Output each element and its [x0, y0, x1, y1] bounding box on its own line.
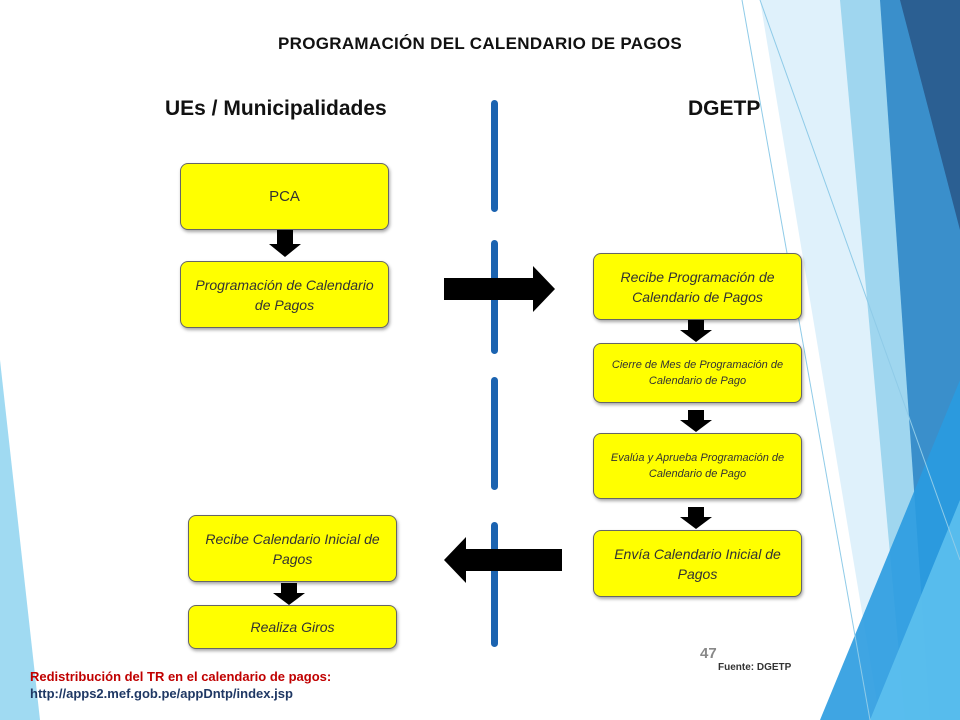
deco-thin-line-2 — [759, 0, 960, 561]
step-pca: PCA — [180, 163, 389, 230]
step-programacion-calendario: Programación de Calendario de Pagos — [180, 261, 389, 328]
arrow-down-cierre-mes — [680, 410, 712, 432]
divider-segment-3 — [491, 377, 498, 490]
reference-link[interactable]: http://apps2.mef.gob.pe/appDntp/index.js… — [30, 686, 293, 701]
diagram-title: PROGRAMACIÓN DEL CALENDARIO DE PAGOS — [277, 34, 683, 53]
column-header-left: UEs / Municipalidades — [165, 97, 387, 120]
column-header-right: DGETP — [688, 97, 761, 120]
step-pca-label: PCA — [269, 188, 300, 205]
step-realiza-giros: Realiza Giros — [188, 605, 397, 649]
step-envia-calendario-inicial: Envía Calendario Inicial de Pagos — [593, 530, 802, 597]
deco-dark-triangle-right — [900, 0, 960, 230]
step-cierre-mes: Cierre de Mes de Programación de Calenda… — [593, 343, 802, 403]
step-evalua-aprueba-label: Evalúa y Aprueba Programación de Calenda… — [610, 452, 785, 480]
redistribution-note: Redistribución del TR en el calendario d… — [30, 669, 332, 684]
step-cierre-mes-label: Cierre de Mes de Programación de Calenda… — [611, 359, 784, 387]
step-recibe-calendario-inicial: Recibe Calendario Inicial de Pagos — [188, 515, 397, 582]
step-recibe-programacion-label: Recibe Programación de Calendario de Pag… — [620, 268, 775, 305]
arrow-down-recibe-calendario — [273, 583, 305, 605]
divider-segment-4 — [491, 522, 498, 647]
step-evalua-aprueba: Evalúa y Aprueba Programación de Calenda… — [593, 433, 802, 499]
source-note: Fuente: DGETP — [718, 662, 792, 673]
step-programacion-calendario-label: Programación de Calendario de Pagos — [195, 276, 374, 313]
step-envia-calendario-inicial-label: Envía Calendario Inicial de Pagos — [614, 545, 781, 582]
deco-thin-line-1 — [741, 0, 871, 720]
arrow-to-dgetp — [444, 266, 555, 312]
arrow-to-ues — [444, 537, 562, 583]
step-realiza-giros-label: Realiza Giros — [250, 619, 335, 635]
arrow-down-evalua — [680, 507, 712, 529]
step-recibe-calendario-inicial-label: Recibe Calendario Inicial de Pagos — [205, 530, 380, 567]
page-number: 47 — [700, 645, 717, 662]
deco-sky-triangle-right — [870, 500, 960, 720]
deco-light-triangle-left — [0, 360, 40, 720]
arrow-down-recibe-programacion — [680, 320, 712, 342]
divider-segment-1 — [491, 100, 498, 212]
arrow-down-pca — [269, 230, 301, 257]
step-recibe-programacion: Recibe Programación de Calendario de Pag… — [593, 253, 802, 320]
